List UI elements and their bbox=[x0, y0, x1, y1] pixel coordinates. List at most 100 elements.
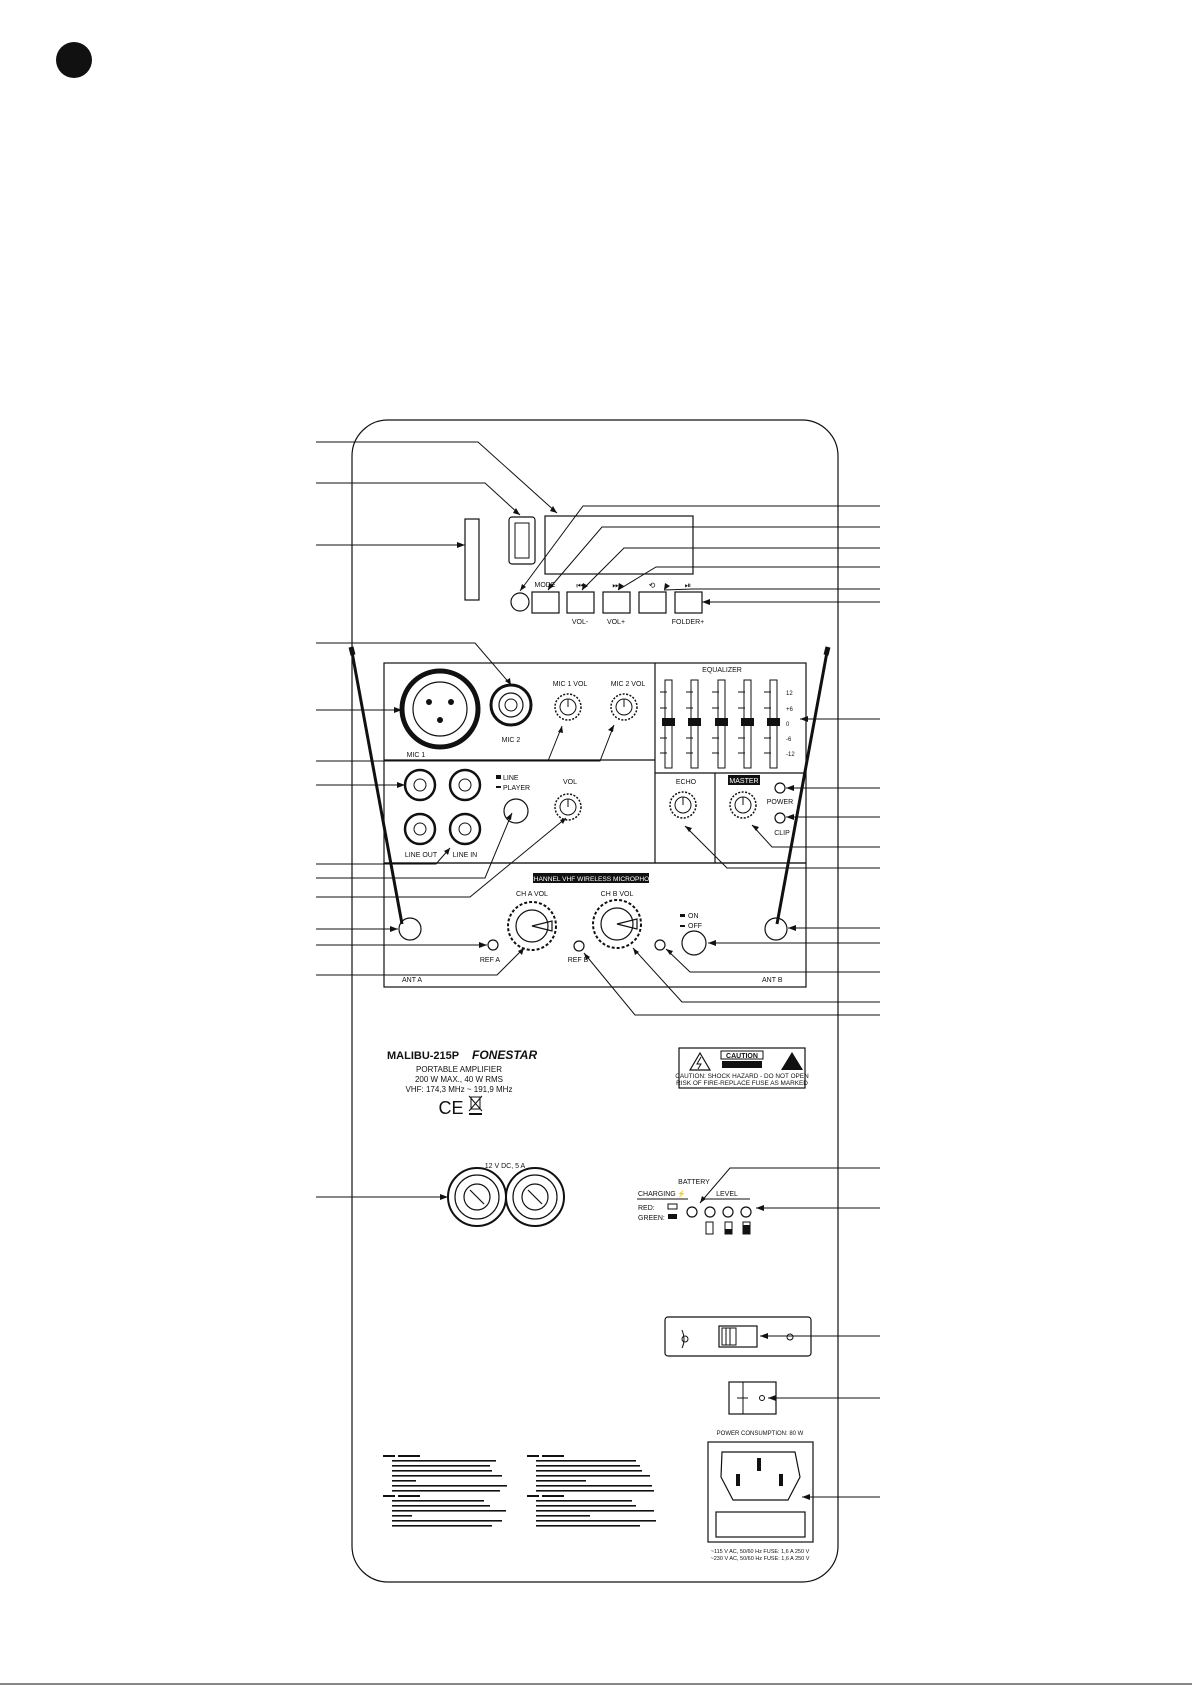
dc-terminal-positive-slot bbox=[469, 1189, 485, 1205]
mic2-vol-knob[interactable] bbox=[610, 693, 638, 721]
repeat-icon: ⟲ bbox=[649, 581, 656, 590]
ch-a-vol-knob-pointer bbox=[531, 920, 553, 932]
callout-repeat bbox=[663, 588, 880, 591]
voltage-selector-screw bbox=[681, 1335, 689, 1343]
next-button[interactable] bbox=[602, 591, 631, 614]
power-led bbox=[774, 782, 786, 794]
eq-scale-0: 0 bbox=[786, 722, 790, 728]
mic1-pin-2 bbox=[448, 699, 454, 705]
callout-ir-receiver bbox=[519, 505, 880, 592]
callout-vol bbox=[316, 817, 567, 898]
callout-prev bbox=[581, 547, 880, 591]
mode-button-label: MODE bbox=[535, 582, 556, 589]
fuse-drawer[interactable] bbox=[715, 1511, 806, 1538]
level-1-battery-icon bbox=[705, 1221, 714, 1235]
exclamation-warning-icon bbox=[781, 1052, 803, 1070]
rca-line-out-bottom-inner bbox=[413, 822, 427, 836]
usb-port[interactable] bbox=[508, 516, 536, 565]
vol-plus-label: VOL+ bbox=[607, 619, 625, 626]
vol-label: VOL bbox=[563, 779, 577, 786]
dc-terminal-positive-core bbox=[463, 1183, 491, 1211]
player-vol-knob[interactable] bbox=[554, 793, 582, 821]
red-label: RED: bbox=[638, 1205, 655, 1212]
level-led-3 bbox=[740, 1206, 752, 1218]
mic2-vol-label: MIC 2 VOL bbox=[611, 681, 646, 688]
rca-line-in-bottom[interactable] bbox=[448, 812, 482, 846]
vol-minus-label: VOL- bbox=[572, 619, 589, 626]
sd-card-slot[interactable] bbox=[464, 518, 480, 601]
ch-b-vol-knob-cap bbox=[600, 907, 634, 941]
play-pause-button[interactable] bbox=[674, 591, 703, 614]
line-out-label: LINE OUT bbox=[405, 852, 438, 859]
callout-mic-vol bbox=[316, 724, 615, 762]
lightning-warning-icon bbox=[688, 1051, 712, 1071]
dc-terminal-negative[interactable] bbox=[505, 1167, 565, 1227]
ant-a-label: ANT A bbox=[402, 977, 422, 984]
callout-echo bbox=[684, 825, 880, 869]
mic2-jack[interactable] bbox=[489, 683, 533, 727]
ch-b-vol-knob-pointer bbox=[616, 918, 638, 930]
echo-knob[interactable] bbox=[669, 791, 697, 819]
eq-knob-3 bbox=[715, 718, 728, 726]
branding-line-3: VHF: 174,3 MHz ~ 191,9 MHz bbox=[406, 1085, 513, 1094]
callout-line-player bbox=[316, 812, 513, 879]
charging-label: CHARGING bbox=[638, 1191, 676, 1198]
antenna-a-socket[interactable] bbox=[398, 917, 422, 941]
mic1-label: MIC 1 bbox=[407, 752, 426, 759]
ch-a-vol-knob[interactable] bbox=[507, 901, 557, 951]
line-in-label: LINE IN bbox=[453, 852, 478, 859]
callout-rca-out bbox=[316, 847, 451, 865]
ce-mark: CE bbox=[438, 1098, 463, 1118]
power-consumption-label: POWER CONSUMPTION: 80 W bbox=[717, 1431, 804, 1437]
next-icon: ⏭ bbox=[612, 581, 619, 590]
mic1-vol-label: MIC 1 VOL bbox=[553, 681, 588, 688]
antenna-a bbox=[348, 646, 404, 925]
mic1-xlr-jack[interactable] bbox=[399, 668, 481, 750]
wireless-status-led bbox=[654, 939, 666, 951]
wireless-on-off-switch[interactable] bbox=[681, 930, 707, 956]
on-label: ON bbox=[688, 913, 699, 920]
wireless-title-bg bbox=[533, 873, 649, 883]
callout-lines-right bbox=[519, 505, 880, 1498]
mains-inlet-socket[interactable] bbox=[720, 1451, 801, 1501]
equalizer-label: EQUALIZER bbox=[702, 667, 742, 674]
rear-panel-outline bbox=[351, 419, 839, 1583]
repeat-button[interactable] bbox=[638, 591, 667, 614]
rca-line-in-bottom-inner bbox=[458, 822, 472, 836]
line-player-switch[interactable] bbox=[503, 798, 529, 824]
rca-line-in-top[interactable] bbox=[448, 768, 482, 802]
rca-line-out-top[interactable] bbox=[403, 768, 437, 802]
voltage-selector-switch[interactable] bbox=[718, 1325, 758, 1348]
mic1-vol-knob[interactable] bbox=[554, 693, 582, 721]
rca-line-out-bottom[interactable] bbox=[403, 812, 437, 846]
folder-plus-label: FOLDER+ bbox=[672, 619, 704, 626]
rca-line-in-top-inner bbox=[458, 778, 472, 792]
wireless-title: 2 CHANNEL VHF WIRELESS MICROPHONE bbox=[524, 876, 660, 883]
page-marker-dot bbox=[56, 42, 92, 78]
dc-terminal-positive-ring bbox=[454, 1174, 500, 1220]
ref-a-led bbox=[487, 939, 499, 951]
dc-terminal-negative-ring bbox=[512, 1174, 558, 1220]
mic1-xlr-inner bbox=[412, 681, 468, 737]
mic1-pin-3 bbox=[437, 717, 443, 723]
callout-charging-led bbox=[699, 1167, 880, 1204]
power-switch-off-mark bbox=[759, 1395, 765, 1401]
ref-a-label: REF A bbox=[480, 957, 501, 964]
level-led-1 bbox=[704, 1206, 716, 1218]
level-3-battery-fill bbox=[743, 1225, 750, 1234]
master-knob[interactable] bbox=[729, 791, 757, 819]
ch-b-vol-knob[interactable] bbox=[592, 899, 642, 949]
battery-title: BATTERY bbox=[678, 1179, 710, 1186]
equalizer-sliders bbox=[660, 679, 782, 769]
red-battery-mark bbox=[667, 1203, 678, 1210]
voltage-selector-slider bbox=[721, 1327, 737, 1346]
callout-ch-a-vol bbox=[316, 947, 525, 976]
caution-fine-print bbox=[722, 1061, 762, 1068]
mains-inlet-frame bbox=[707, 1441, 814, 1543]
eq-knob-4 bbox=[741, 718, 754, 726]
display-window bbox=[544, 515, 694, 575]
mode-button[interactable] bbox=[531, 591, 560, 614]
prev-button[interactable] bbox=[566, 591, 595, 614]
antenna-b-socket[interactable] bbox=[764, 917, 788, 941]
eq-scale-minus12: -12 bbox=[786, 752, 795, 758]
